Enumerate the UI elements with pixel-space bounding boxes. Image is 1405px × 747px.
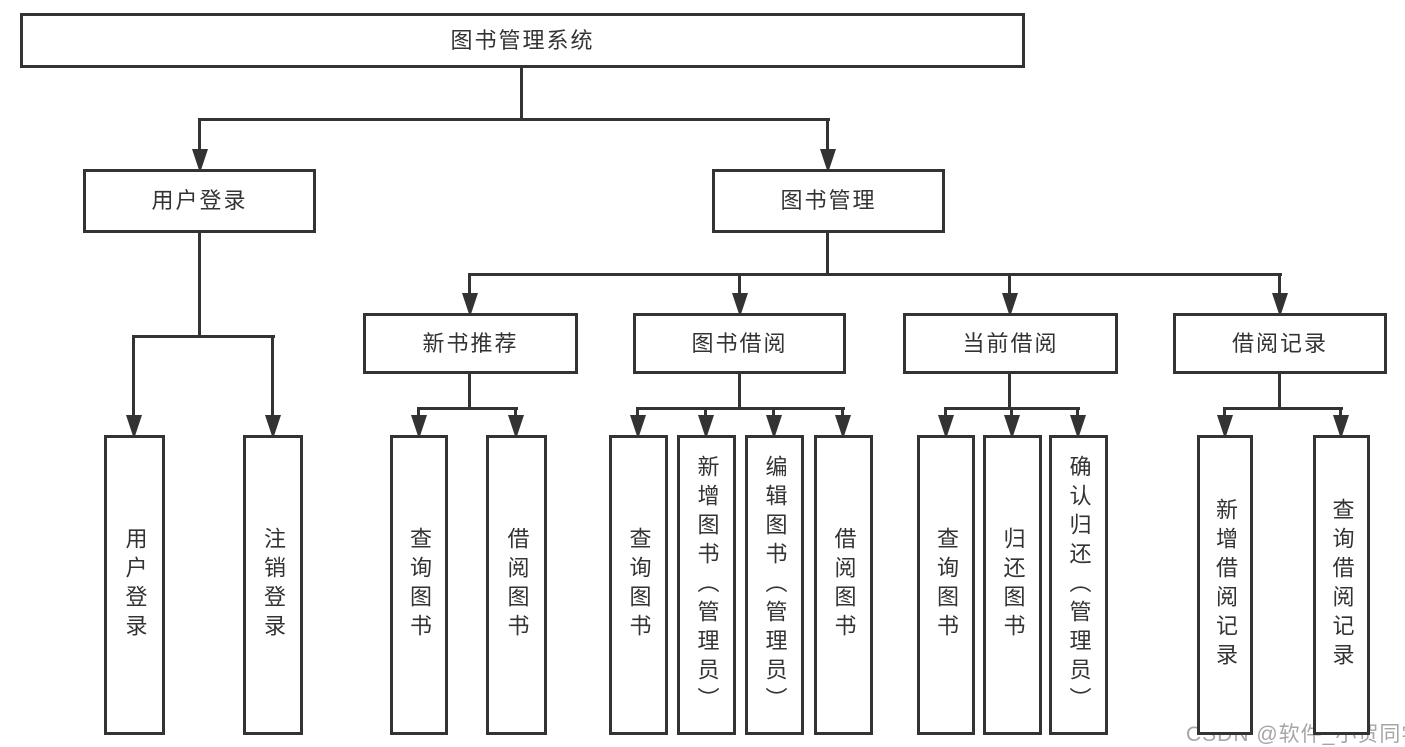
arrow-down-icon <box>1002 293 1018 317</box>
arrow-down-icon <box>192 149 208 173</box>
leaf-confirm-return-admin-label: 确认归还（管理员） <box>1066 454 1092 716</box>
leaf-user-login-label: 用户登录 <box>122 527 148 643</box>
connector-line <box>1339 407 1342 419</box>
leaf-return-books-label: 归还图书 <box>1000 527 1026 643</box>
leaf-query-books-3: 查询图书 <box>917 435 975 735</box>
node-library-management-system: 图书管理系统 <box>20 13 1025 68</box>
connector-line <box>132 335 275 338</box>
node-new-book-recommend-label: 新书推荐 <box>422 330 519 356</box>
arrow-down-icon <box>462 293 478 317</box>
node-current-borrowing: 当前借阅 <box>903 313 1118 374</box>
arrow-down-icon <box>1070 415 1086 439</box>
connector-line <box>841 407 844 419</box>
connector-line <box>271 335 274 419</box>
arrow-down-icon <box>732 293 748 317</box>
connector-line <box>636 407 639 419</box>
connector-line <box>198 231 201 338</box>
connector-line <box>468 273 1282 276</box>
arrow-down-icon <box>938 415 954 439</box>
connector-line <box>417 407 518 410</box>
connector-line <box>826 118 829 153</box>
connector-line <box>1223 407 1226 419</box>
node-user-login: 用户登录 <box>83 169 316 233</box>
leaf-query-books-1: 查询图书 <box>390 435 448 735</box>
arrow-down-icon <box>1217 415 1233 439</box>
connector-line <box>738 372 741 410</box>
connector-line <box>520 66 523 121</box>
arrow-down-icon <box>820 149 836 173</box>
connector-line <box>1278 372 1281 410</box>
arrow-down-icon <box>508 415 524 439</box>
connector-line <box>944 407 947 419</box>
connector-line <box>1278 273 1281 297</box>
arrow-down-icon <box>1272 293 1288 317</box>
leaf-query-books-2-label: 查询图书 <box>626 527 652 643</box>
connector-line <box>1010 407 1013 419</box>
arrow-down-icon <box>698 415 714 439</box>
connector-line <box>772 407 775 419</box>
connector-line <box>514 407 517 419</box>
leaf-add-books-admin: 新增图书（管理员） <box>677 435 736 735</box>
leaf-add-books-admin-label: 新增图书（管理员） <box>694 454 720 716</box>
leaf-borrow-books-1: 借阅图书 <box>486 435 547 735</box>
arrow-down-icon <box>126 415 142 439</box>
connector-line <box>468 273 471 297</box>
node-new-book-recommend: 新书推荐 <box>363 313 578 374</box>
leaf-edit-books-admin-label: 编辑图书（管理员） <box>762 454 788 716</box>
arrow-down-icon <box>835 415 851 439</box>
arrow-down-icon <box>766 415 782 439</box>
node-library-management-system-label: 图书管理系统 <box>450 27 595 53</box>
connector-line <box>826 231 829 276</box>
arrow-down-icon <box>411 415 427 439</box>
connector-line <box>1076 407 1079 419</box>
connector-line <box>738 273 741 297</box>
connector-line <box>417 407 420 419</box>
arrow-down-icon <box>1004 415 1020 439</box>
leaf-edit-books-admin: 编辑图书（管理员） <box>745 435 804 735</box>
arrow-down-icon <box>265 415 281 439</box>
connector-line <box>1008 273 1011 297</box>
node-book-borrowing-label: 图书借阅 <box>691 330 788 356</box>
node-borrow-records-label: 借阅记录 <box>1231 330 1328 356</box>
connector-line <box>704 407 707 419</box>
connector-line <box>636 407 845 410</box>
leaf-borrow-books-2-label: 借阅图书 <box>831 527 857 643</box>
arrow-down-icon <box>630 415 646 439</box>
leaf-return-books: 归还图书 <box>983 435 1042 735</box>
node-borrow-records: 借阅记录 <box>1173 313 1387 374</box>
node-book-management-label: 图书管理 <box>780 188 877 213</box>
leaf-query-borrow-record: 查询借阅记录 <box>1313 435 1370 735</box>
node-user-login-label: 用户登录 <box>151 188 248 213</box>
node-book-borrowing: 图书借阅 <box>633 313 846 374</box>
arrow-down-icon <box>1333 415 1349 439</box>
connector-line <box>198 118 201 153</box>
connector-line <box>468 372 471 410</box>
node-book-management: 图书管理 <box>712 169 945 233</box>
leaf-add-borrow-record-label: 新增借阅记录 <box>1213 498 1238 672</box>
leaf-borrow-books-1-label: 借阅图书 <box>504 527 530 643</box>
connector-line <box>132 335 135 419</box>
connector-line <box>1223 407 1343 410</box>
leaf-query-books-2: 查询图书 <box>609 435 668 735</box>
leaf-query-books-3-label: 查询图书 <box>934 527 959 643</box>
leaf-borrow-books-2: 借阅图书 <box>814 435 873 735</box>
leaf-add-borrow-record: 新增借阅记录 <box>1197 435 1253 735</box>
node-current-borrowing-label: 当前借阅 <box>962 330 1059 356</box>
leaf-confirm-return-admin: 确认归还（管理员） <box>1049 435 1108 735</box>
leaf-query-books-1-label: 查询图书 <box>407 527 432 643</box>
leaf-query-borrow-record-label: 查询借阅记录 <box>1329 498 1355 672</box>
leaf-user-login: 用户登录 <box>104 435 165 735</box>
leaf-logout: 注销登录 <box>243 435 303 735</box>
connector-line <box>1008 372 1011 410</box>
connector-line <box>198 118 830 121</box>
leaf-logout-label: 注销登录 <box>261 527 286 643</box>
